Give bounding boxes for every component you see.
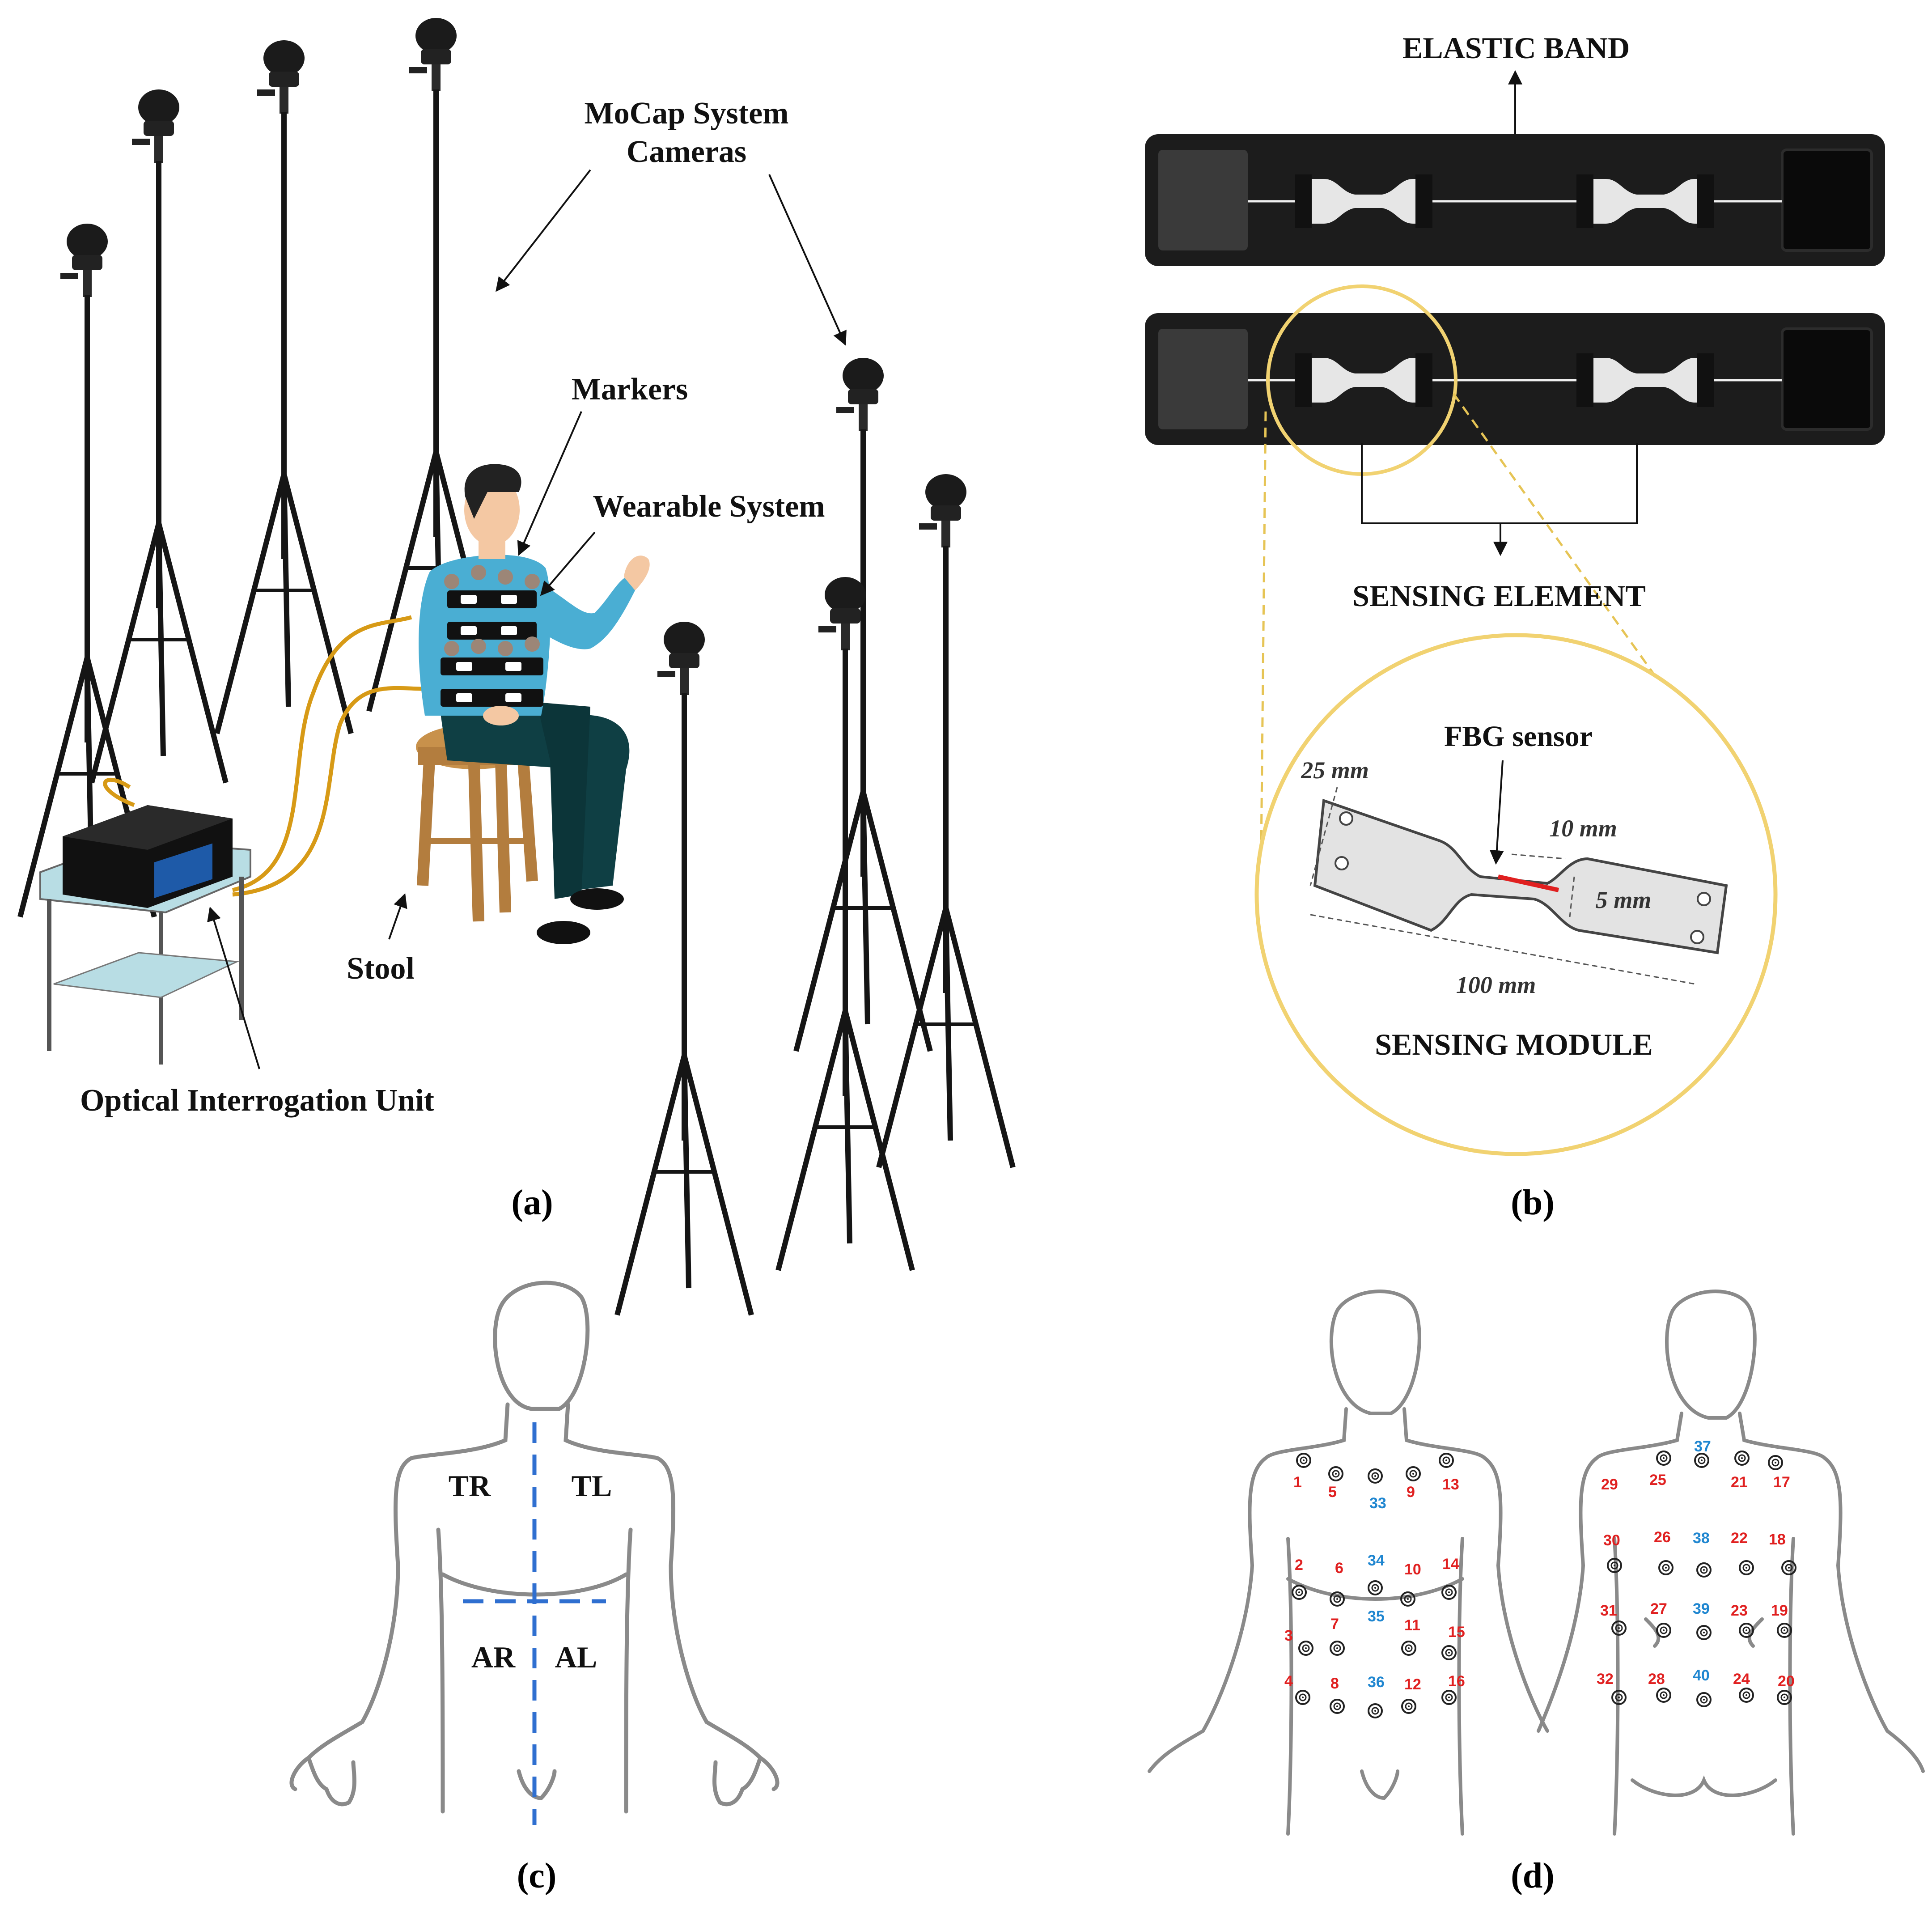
quadrant-tl: TL <box>572 1469 612 1503</box>
marker-label-22: 22 <box>1731 1530 1748 1547</box>
marker-label-15: 15 <box>1448 1624 1465 1641</box>
marker-label-7: 7 <box>1330 1616 1339 1633</box>
marker-label-3: 3 <box>1284 1627 1293 1644</box>
marker-label-32: 32 <box>1597 1671 1614 1688</box>
marker-label-37: 37 <box>1694 1438 1711 1455</box>
optical-interrogation-unit-icon <box>39 805 251 1065</box>
quadrant-al: AL <box>555 1640 597 1674</box>
label-elastic-band: ELASTIC BAND <box>1402 31 1630 65</box>
front-blue-labels: 33 34 35 36 <box>1368 1495 1386 1691</box>
quadrant-ar: AR <box>471 1640 516 1674</box>
marker-label-28: 28 <box>1648 1671 1665 1688</box>
marker-label-1: 1 <box>1293 1474 1302 1491</box>
marker-label-35: 35 <box>1368 1608 1385 1625</box>
marker-label-30: 30 <box>1603 1532 1620 1549</box>
subcaption-c: (c) <box>517 1856 557 1896</box>
mocap-camera-icon <box>617 622 751 1315</box>
fbg-sensor-mark <box>1497 874 1559 892</box>
marker-label-33: 33 <box>1369 1495 1386 1512</box>
marker-label-13: 13 <box>1442 1476 1459 1493</box>
marker-label-20: 20 <box>1778 1673 1795 1690</box>
label-mocap-line2: Cameras <box>627 135 746 169</box>
marker-label-31: 31 <box>1600 1602 1617 1619</box>
dim-5mm: 5 mm <box>1596 887 1652 913</box>
panel-d: 1 2 3 4 5 6 7 8 9 10 11 12 13 14 15 16 3… <box>1148 1289 1925 1896</box>
dim-25mm: 25 mm <box>1301 757 1369 784</box>
label-markers: Markers <box>572 372 688 407</box>
marker-label-12: 12 <box>1404 1676 1421 1693</box>
sensing-module-icon <box>1309 787 1728 985</box>
seated-subject-icon <box>419 464 650 944</box>
marker-label-38: 38 <box>1693 1530 1710 1547</box>
subcaption-b: (b) <box>1511 1183 1555 1222</box>
torso-outline-back-markers <box>1537 1289 1925 1836</box>
marker-label-11: 11 <box>1404 1617 1420 1634</box>
panel-b: ELASTIC BAND <box>1145 31 1885 1222</box>
marker-label-39: 39 <box>1693 1600 1710 1617</box>
optical-fiber-cable <box>103 615 425 897</box>
panel-a: MoCap System Cameras Markers Wearable Sy… <box>20 18 1013 1315</box>
marker-label-5: 5 <box>1328 1484 1337 1501</box>
mocap-camera-icon <box>92 89 226 783</box>
marker-label-8: 8 <box>1330 1675 1339 1692</box>
marker-label-27: 27 <box>1650 1600 1667 1617</box>
dim-100mm: 100 mm <box>1456 971 1536 998</box>
marker-label-29: 29 <box>1601 1476 1618 1493</box>
marker-label-4: 4 <box>1284 1673 1293 1690</box>
marker-label-17: 17 <box>1773 1474 1790 1491</box>
torso-outline-front <box>289 1281 780 1814</box>
marker-label-14: 14 <box>1442 1556 1459 1573</box>
label-sensing-element: SENSING ELEMENT <box>1352 579 1646 613</box>
marker-label-36: 36 <box>1368 1674 1385 1691</box>
back-blue-labels: 37 38 39 40 <box>1693 1438 1711 1684</box>
marker-label-9: 9 <box>1407 1484 1415 1501</box>
marker-label-18: 18 <box>1769 1531 1786 1548</box>
panel-c: TR TL AR AL (c) <box>289 1281 780 1896</box>
label-optical-interrogation-unit: Optical Interrogation Unit <box>80 1083 434 1118</box>
front-red-labels: 1 2 3 4 5 6 7 8 9 10 11 12 13 14 15 16 <box>1284 1474 1465 1693</box>
mocap-camera-icon <box>796 358 930 1051</box>
torso-outline-front-markers <box>1148 1289 1549 1836</box>
marker-label-6: 6 <box>1335 1560 1343 1577</box>
label-sensing-module: SENSING MODULE <box>1375 1027 1653 1061</box>
mocap-camera-icon <box>879 474 1013 1167</box>
mocap-camera-icon <box>217 40 351 734</box>
elastic-band-bottom <box>1145 313 1885 445</box>
marker-label-10: 10 <box>1404 1561 1421 1578</box>
elastic-band-top <box>1145 134 1885 266</box>
back-red-labels: 17 18 19 20 21 22 23 24 25 26 27 28 29 3… <box>1597 1472 1795 1690</box>
marker-label-25: 25 <box>1649 1472 1666 1489</box>
label-fbg-sensor: FBG sensor <box>1444 720 1593 753</box>
marker-label-24: 24 <box>1733 1671 1750 1688</box>
marker-label-16: 16 <box>1448 1673 1465 1690</box>
marker-label-40: 40 <box>1693 1667 1710 1684</box>
mocap-camera-icon <box>778 577 912 1270</box>
marker-label-21: 21 <box>1731 1474 1748 1491</box>
subcaption-d: (d) <box>1511 1856 1555 1896</box>
subcaption-a: (a) <box>511 1183 553 1222</box>
marker-label-19: 19 <box>1771 1602 1788 1619</box>
label-mocap-line1: MoCap System <box>585 96 789 131</box>
label-stool: Stool <box>347 951 415 986</box>
marker-label-34: 34 <box>1368 1552 1385 1569</box>
marker-label-23: 23 <box>1731 1602 1748 1619</box>
dim-10mm: 10 mm <box>1549 815 1617 842</box>
marker-label-2: 2 <box>1295 1557 1303 1574</box>
marker-label-26: 26 <box>1654 1529 1671 1546</box>
quadrant-tr: TR <box>449 1469 491 1503</box>
label-wearable-system: Wearable System <box>593 489 825 524</box>
